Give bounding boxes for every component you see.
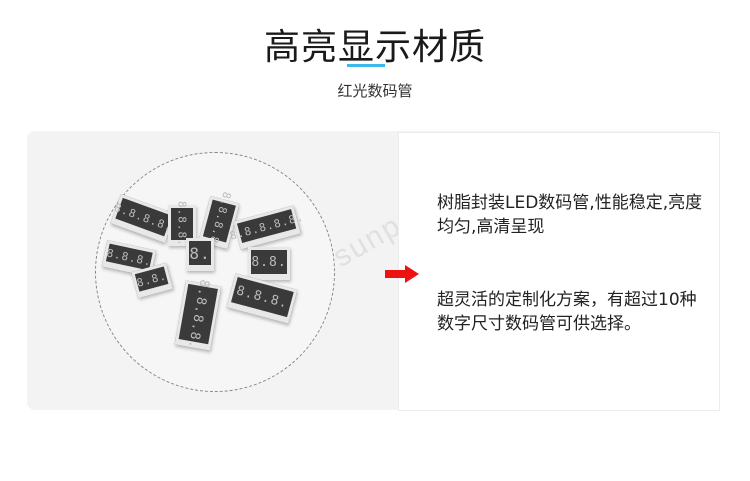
led-chip: 8. bbox=[186, 238, 214, 271]
title-underline bbox=[347, 64, 385, 67]
page-title: 高亮显示材质 bbox=[263, 27, 486, 68]
led-chip: 8.8. bbox=[248, 247, 290, 280]
led-chip: 8.8.8. bbox=[168, 201, 196, 247]
led-chip: 8.8.8.8.8. bbox=[228, 205, 305, 250]
led-chip: 8.8.8. bbox=[226, 273, 298, 324]
product-image: 8.8.8.8. 8.8.8. 8.8.8.8. 8.8.8.8.8. 8.8.… bbox=[95, 152, 335, 392]
led-chip: 8.8.8.8. bbox=[110, 194, 176, 243]
feature-text-resin: 树脂封装LED数码管,性能稳定,亮度均匀,高清呈现 bbox=[437, 193, 703, 237]
page-subtitle: 红光数码管 bbox=[337, 82, 413, 100]
text-panel bbox=[398, 132, 720, 411]
arrow-right-icon bbox=[385, 265, 419, 287]
feature-text-custom: 超灵活的定制化方案，有超过10种数字尺寸数码管可供选择。 bbox=[437, 290, 697, 334]
led-chip: 8.8.8.8. bbox=[174, 278, 222, 351]
